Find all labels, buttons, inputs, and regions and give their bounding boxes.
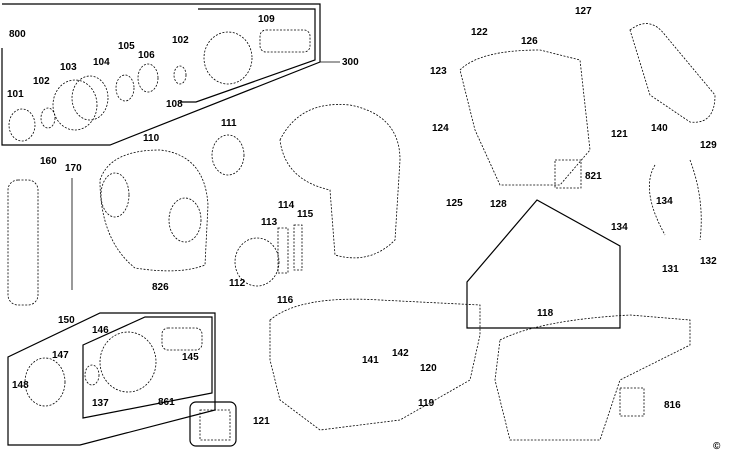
label-861: 861 <box>158 397 175 408</box>
label-129: 129 <box>700 140 717 151</box>
label-141: 141 <box>362 355 379 366</box>
group-box-146 <box>82 316 213 419</box>
label-106: 106 <box>138 50 155 61</box>
label-102: 102 <box>172 35 189 46</box>
label-105: 105 <box>118 41 135 52</box>
label-125: 125 <box>446 198 463 209</box>
label-116: 116 <box>277 295 294 306</box>
label-109: 109 <box>258 14 275 25</box>
label-127: 127 <box>575 6 592 17</box>
label-145: 145 <box>182 352 199 363</box>
label-128: 128 <box>490 199 507 210</box>
label-134: 134 <box>611 222 628 233</box>
label-112: 112 <box>229 278 246 289</box>
label-816: 816 <box>664 400 681 411</box>
label-134b: 134 <box>656 196 673 207</box>
part-outlines <box>7 23 716 441</box>
copyright-mark: © <box>713 441 721 452</box>
label-115: 115 <box>297 209 314 220</box>
label-146: 146 <box>92 325 109 336</box>
label-120: 120 <box>420 363 437 374</box>
part-number-labels: 800 104 105 106 102 109 300 103 102 101 … <box>7 6 721 452</box>
label-137: 137 <box>92 398 109 409</box>
label-111: 111 <box>221 118 237 129</box>
label-110: 110 <box>143 133 160 144</box>
accessory-case-box <box>189 401 237 447</box>
group-box-150 <box>7 312 216 446</box>
label-160: 160 <box>40 156 57 167</box>
label-147: 147 <box>52 350 69 361</box>
label-126: 126 <box>521 36 538 47</box>
label-148: 148 <box>12 380 29 391</box>
label-142: 142 <box>392 348 409 359</box>
label-119: 119 <box>418 398 435 409</box>
label-104: 104 <box>93 57 110 68</box>
label-131: 131 <box>662 264 679 275</box>
group-box-128 <box>466 199 621 329</box>
label-140: 140 <box>651 123 668 134</box>
label-103: 103 <box>60 62 77 73</box>
label-123: 123 <box>430 66 447 77</box>
label-300: 300 <box>342 57 359 68</box>
label-132: 132 <box>700 256 717 267</box>
label-170: 170 <box>65 163 82 174</box>
label-101: 101 <box>7 89 24 100</box>
label-113: 113 <box>261 217 278 228</box>
label-118: 118 <box>537 308 554 319</box>
label-122: 122 <box>471 27 488 38</box>
group-box-108 <box>180 8 316 103</box>
label-124: 124 <box>432 123 449 134</box>
label-108: 108 <box>166 99 183 110</box>
label-102b: 102 <box>33 76 50 87</box>
label-150: 150 <box>58 315 75 326</box>
label-826: 826 <box>152 282 169 293</box>
label-121b: 121 <box>253 416 270 427</box>
label-114: 114 <box>278 200 295 211</box>
label-800: 800 <box>9 29 26 40</box>
label-121: 121 <box>611 129 628 140</box>
group-box-300 <box>1 3 321 146</box>
label-821: 821 <box>585 171 602 182</box>
